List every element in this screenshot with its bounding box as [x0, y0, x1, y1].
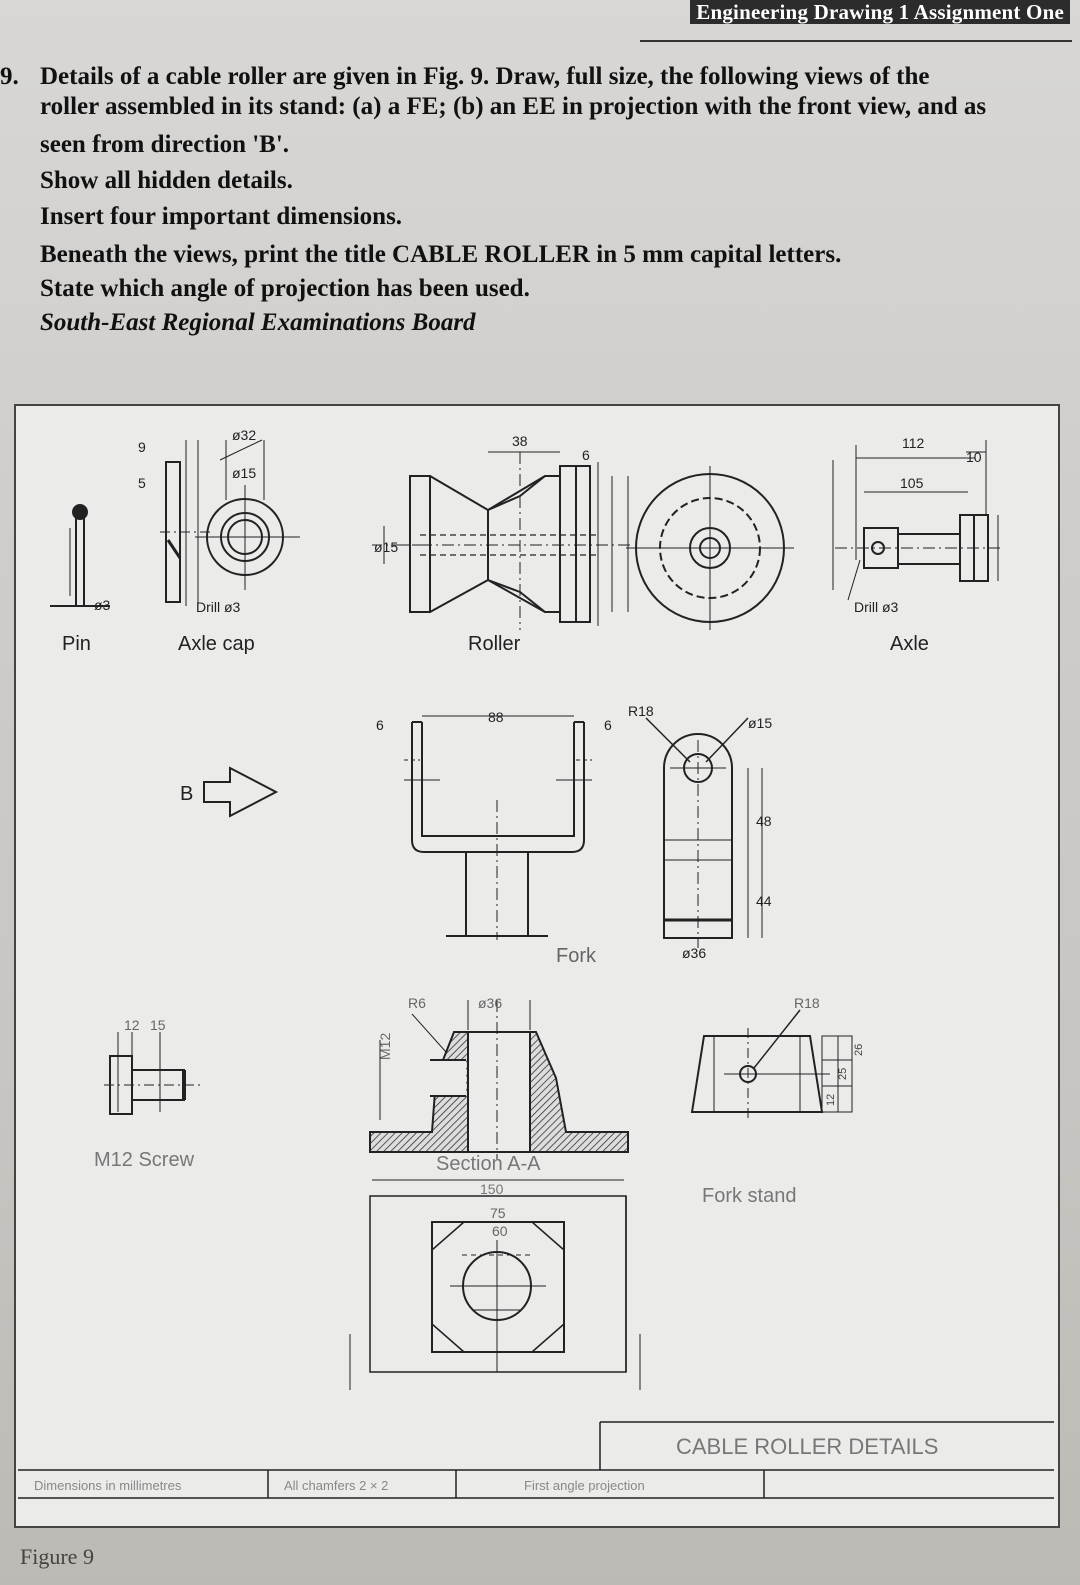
dim-roller-38: 38 — [512, 433, 528, 449]
dim-stand-12: 12 — [825, 1094, 837, 1106]
label-axle-cap: Axle cap — [178, 633, 255, 655]
label-pin: Pin — [62, 633, 91, 655]
dim-axle-drill: Drill ø3 — [854, 599, 899, 615]
title-block-title: CABLE ROLLER DETAILS — [676, 1434, 938, 1459]
question-line-5: Insert four important dimensions. — [40, 203, 403, 230]
dim-stand-60: 60 — [492, 1223, 508, 1239]
dim-screw-12: 12 — [124, 1017, 140, 1033]
dim-fork-d15: ø15 — [748, 715, 772, 731]
question-line-7: State which angle of projection has been… — [40, 275, 530, 302]
dim-stand-75: 75 — [490, 1205, 506, 1221]
pin-drawing — [50, 504, 110, 607]
dim-fork-6b: 6 — [604, 717, 612, 733]
dim-cap-drill: Drill ø3 — [196, 599, 241, 615]
question-number: 9. — [0, 63, 19, 90]
dim-stand-d36: ø36 — [478, 995, 502, 1011]
dim-pin-9: 9 — [138, 439, 146, 455]
roller-drawing — [372, 451, 794, 630]
dim-fork-6a: 6 — [376, 717, 384, 733]
document-header: Engineering Drawing 1 Assignment One — [690, 0, 1070, 24]
dim-axle-112: 112 — [902, 435, 925, 451]
label-m12-screw: M12 Screw — [94, 1149, 195, 1171]
figure-frame — [14, 404, 1060, 1528]
dim-stand-r6: R6 — [408, 995, 426, 1011]
dim-pin-d3: ø3 — [94, 597, 111, 613]
direction-b-arrow — [203, 766, 279, 818]
dim-fork-88: 88 — [488, 709, 504, 725]
dim-screw-15: 15 — [150, 1017, 166, 1033]
section-aa-drawing — [369, 1000, 629, 1160]
label-direction-b: B — [180, 783, 193, 805]
dim-cap-d32: ø32 — [232, 427, 256, 443]
question-line-1: Details of a cable roller are given in F… — [40, 63, 930, 90]
dim-fork-r18: R18 — [628, 703, 654, 719]
dim-stand-r18: R18 — [794, 995, 820, 1011]
fork-stand-drawing — [690, 1009, 853, 1120]
fork-side-drawing — [645, 717, 763, 948]
dim-stand-m12: M12 — [377, 1033, 393, 1060]
dim-axle-10: 10 — [966, 449, 982, 465]
question-line-6: Beneath the views, print the title CABLE… — [40, 241, 842, 268]
title-block-units: Dimensions in millimetres — [34, 1478, 182, 1493]
dim-stand-25: 25 — [837, 1068, 849, 1080]
dim-cap-d15: ø15 — [232, 465, 256, 481]
m12-screw-drawing — [104, 1032, 200, 1115]
plan-view-drawing — [349, 1179, 641, 1390]
dim-axle-105: 105 — [900, 475, 924, 491]
label-roller: Roller — [468, 633, 521, 655]
exam-board: South-East Regional Examinations Board — [40, 309, 476, 336]
dim-roller-d15: ø15 — [374, 539, 398, 555]
label-fork-stand: Fork stand — [702, 1185, 796, 1207]
title-block-chamfers: All chamfers 2 × 2 — [284, 1478, 388, 1493]
label-fork: Fork — [556, 945, 597, 967]
label-axle: Axle — [890, 633, 929, 655]
dim-fork-48: 48 — [756, 813, 772, 829]
axle-drawing — [832, 440, 1000, 601]
dim-fork-d36: ø36 — [682, 945, 706, 961]
question-line-2: roller assembled in its stand: (a) a FE;… — [40, 93, 987, 120]
question-line-3: seen from direction 'B'. — [40, 131, 290, 158]
dim-fork-44: 44 — [756, 893, 772, 909]
dim-roller-6: 6 — [582, 447, 590, 463]
dim-stand-150: 150 — [480, 1181, 504, 1197]
figure-label: Figure 9 — [20, 1544, 94, 1569]
dim-stand-26: 26 — [853, 1044, 865, 1056]
axle-cap-drawing — [160, 439, 300, 606]
dim-pin-5: 5 — [138, 475, 146, 491]
header-rule — [640, 40, 1072, 42]
question-line-4: Show all hidden details. — [40, 167, 293, 194]
title-block — [18, 1421, 1054, 1499]
title-block-projection: First angle projection — [524, 1478, 645, 1493]
fork-drawing — [404, 715, 592, 940]
label-section-aa: Section A-A — [436, 1153, 541, 1175]
